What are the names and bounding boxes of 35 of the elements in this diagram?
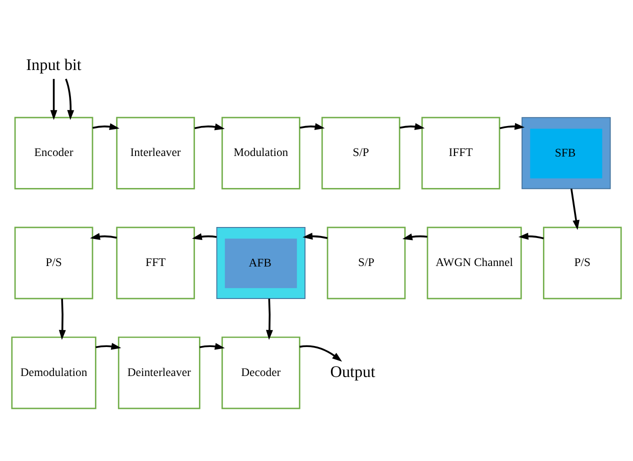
arrow	[96, 342, 122, 350]
node-text: Input bit	[26, 56, 82, 74]
node-box: Deinterleaver	[118, 336, 200, 409]
node-box: Encoder	[14, 116, 94, 189]
arrow	[302, 232, 328, 240]
node-box: Demodulation	[11, 336, 96, 409]
arrow	[194, 122, 225, 130]
node-box: P/S	[542, 226, 622, 299]
arrow	[58, 298, 66, 340]
arrow	[200, 342, 225, 350]
node-box: Decoder	[222, 336, 300, 409]
arrow	[300, 344, 342, 362]
node-box: P/S	[14, 226, 94, 299]
node-box: FFT	[116, 226, 195, 299]
arrow	[266, 298, 273, 340]
node-box: S/P	[326, 226, 406, 299]
node-box: Interleaver	[116, 116, 195, 189]
arrow	[402, 232, 428, 240]
node-box: S/P	[321, 116, 400, 189]
arrow	[192, 232, 217, 240]
arrow	[300, 122, 325, 130]
node-box: Modulation	[222, 116, 300, 189]
arrow	[92, 122, 120, 130]
arrow	[50, 78, 58, 120]
node-box: AWGN Channel	[426, 226, 522, 299]
arrow	[400, 122, 425, 130]
node-box: SFB	[522, 116, 611, 189]
arrow	[90, 232, 117, 240]
node-box: AFB	[216, 226, 306, 298]
arrow	[518, 232, 544, 240]
node-text: Output	[330, 362, 376, 380]
arrow	[65, 78, 74, 120]
arrow	[570, 188, 580, 230]
node-box: IFFT	[421, 116, 500, 189]
arrow	[500, 122, 525, 130]
